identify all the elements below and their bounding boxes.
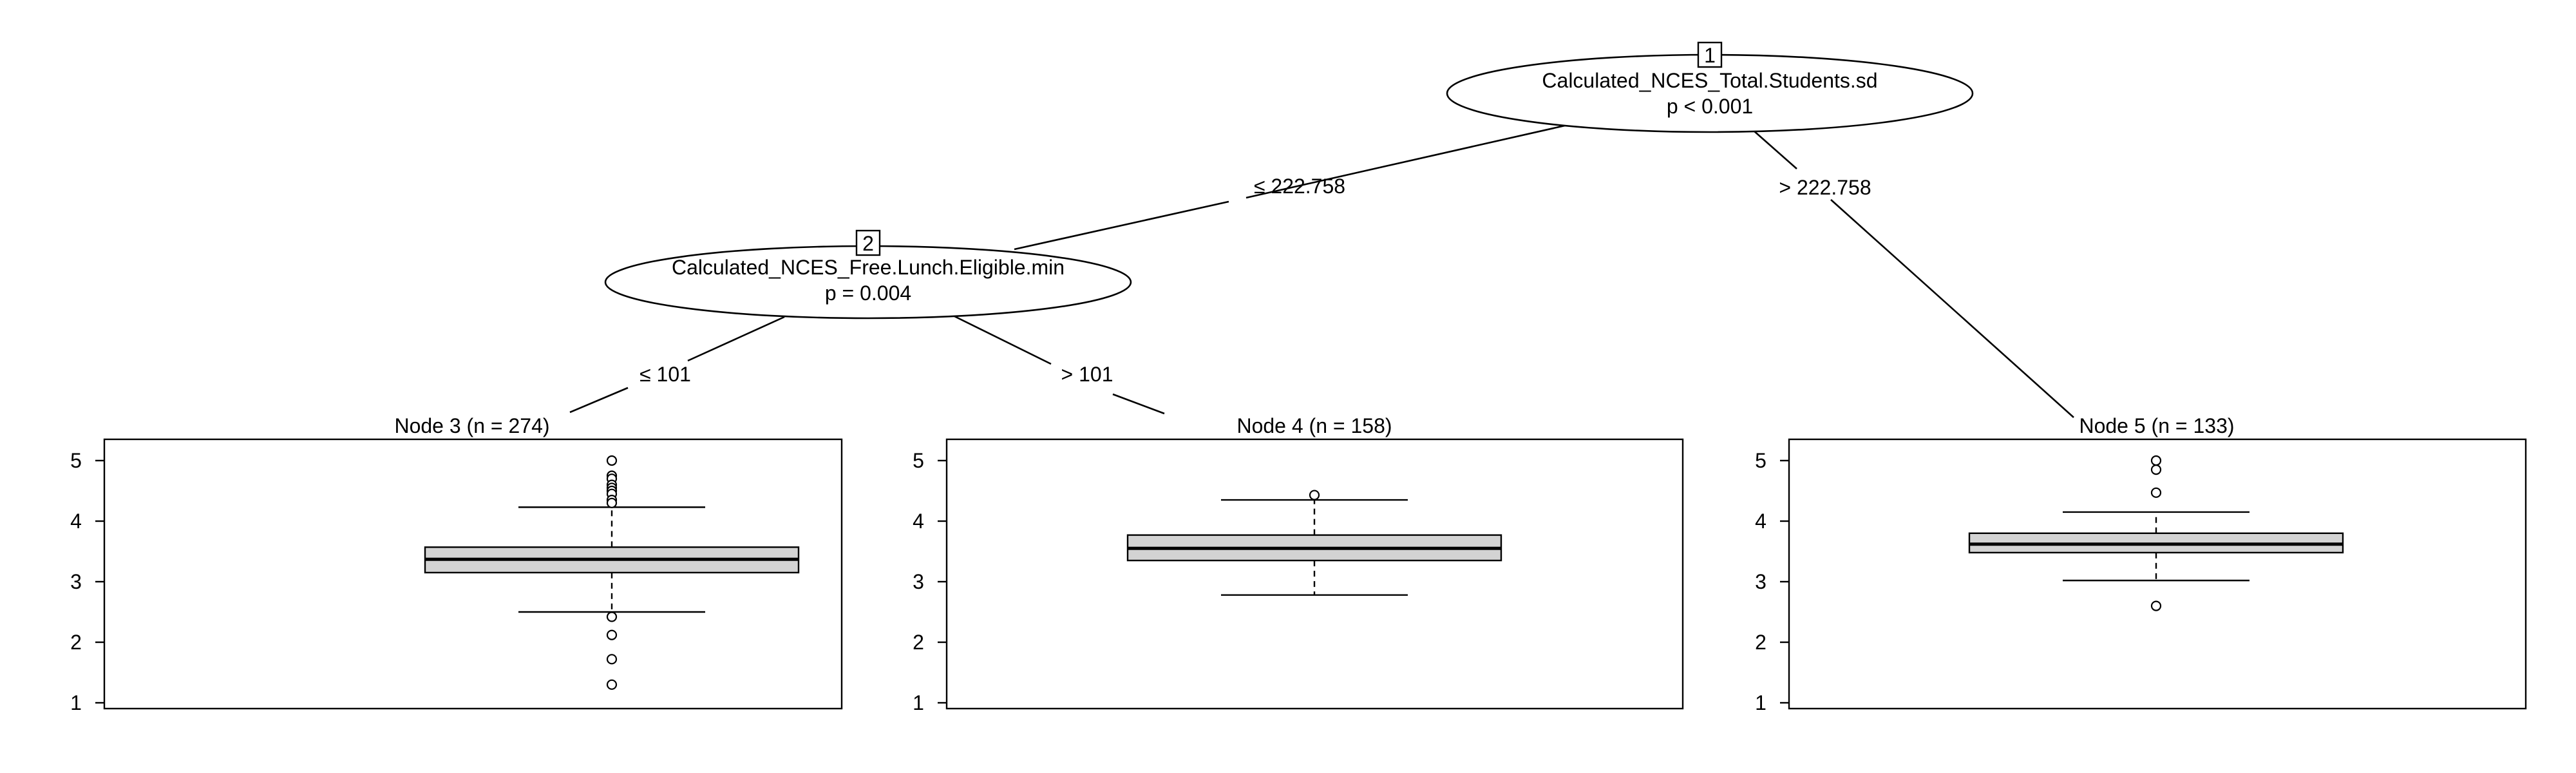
node-3-outlier-point (606, 455, 618, 466)
node-3-outlier-point (606, 629, 618, 640)
terminal-node-4-title: Node 4 (n = 158) (1236, 414, 1392, 437)
edge-label-2-4: > 101 (1061, 363, 1113, 386)
node-4-outlier-point (1309, 490, 1320, 501)
terminal-node-3: Node 3 (n = 274) 1 2 3 4 5 (70, 414, 843, 714)
edge-1-5-line-lower (1830, 199, 2074, 418)
inner-node-1: 1 Calculated_NCES_Total.Students.sd p < … (1446, 41, 1974, 133)
inner-node-1-variable: Calculated_NCES_Total.Students.sd (1542, 69, 1877, 92)
node-5-y-tick-label: 5 (1755, 449, 1766, 472)
node-4-y-tick-label: 5 (913, 449, 924, 472)
edge-1-2-line-lower (1014, 200, 1229, 251)
node-5-outlier-point (2150, 600, 2162, 611)
terminal-node-5-frame (1788, 438, 2527, 710)
terminal-node-4-frame (945, 438, 1684, 710)
inner-node-1-p-value: p < 0.001 (1667, 95, 1753, 118)
node-4-y-tick-label: 2 (913, 631, 924, 654)
node-3-y-tick-label: 5 (70, 449, 82, 472)
node-5-outlier-point (2150, 487, 2162, 498)
edge-2-4-line-upper (952, 314, 1052, 365)
terminal-node-5: Node 5 (n = 133) 1 2 3 4 5 (1755, 414, 2527, 714)
edge-2-3-line-lower (569, 386, 629, 414)
node-5-y-tick-label: 2 (1755, 631, 1766, 654)
tree-edge-labels: ≤ 222.758 > 222.758 ≤ 101 > 101 (639, 175, 1871, 386)
node-3-y-tick-label: 1 (70, 691, 82, 714)
inner-node-2-variable: Calculated_NCES_Free.Lunch.Eligible.min (672, 256, 1065, 279)
terminal-node-3-title: Node 3 (n = 274) (394, 414, 549, 437)
edge-2-4-line-lower (1112, 393, 1165, 415)
node-3-outlier-point (606, 497, 618, 508)
edge-2-3-line-upper (687, 316, 785, 362)
node-3-y-tick-label: 3 (70, 570, 82, 593)
inner-node-2-id-box (855, 229, 881, 256)
inner-node-2: 2 Calculated_NCES_Free.Lunch.Eligible.mi… (604, 229, 1132, 320)
edge-1-5-line-upper (1752, 129, 1797, 169)
node-3-y-tick-label: 4 (70, 510, 82, 533)
node-3-outlier-point (606, 611, 618, 622)
node-3-y-tick-label: 2 (70, 631, 82, 654)
terminal-node-4: Node 4 (n = 158) 1 2 3 4 5 (913, 414, 1684, 714)
tree-edges (569, 124, 2074, 418)
terminal-node-3-frame (103, 438, 843, 710)
node-5-y-tick-label: 1 (1755, 691, 1766, 714)
node-3-outlier-point (606, 679, 618, 690)
inner-node-1-id-box (1697, 41, 1723, 68)
node-3-outlier-point (606, 654, 618, 665)
inner-node-1-id: 1 (1704, 44, 1716, 67)
node-5-y-tick-label: 4 (1755, 510, 1766, 533)
edge-label-2-3: ≤ 101 (639, 363, 691, 386)
node-4-y-tick-label: 1 (913, 691, 924, 714)
node-4-y-tick-label: 3 (913, 570, 924, 593)
edge-label-1-2: ≤ 222.758 (1254, 175, 1345, 198)
edge-label-1-5: > 222.758 (1779, 176, 1871, 199)
terminal-node-5-title: Node 5 (n = 133) (2079, 414, 2234, 437)
node-5-y-tick-label: 3 (1755, 570, 1766, 593)
inner-node-2-p-value: p = 0.004 (825, 282, 911, 305)
node-5-outlier-point (2150, 455, 2162, 466)
edge-1-2-line-upper (1245, 124, 1566, 199)
node-4-y-tick-label: 4 (913, 510, 924, 533)
node-5-outlier-point (2150, 464, 2162, 475)
inner-node-2-id: 2 (862, 232, 874, 255)
